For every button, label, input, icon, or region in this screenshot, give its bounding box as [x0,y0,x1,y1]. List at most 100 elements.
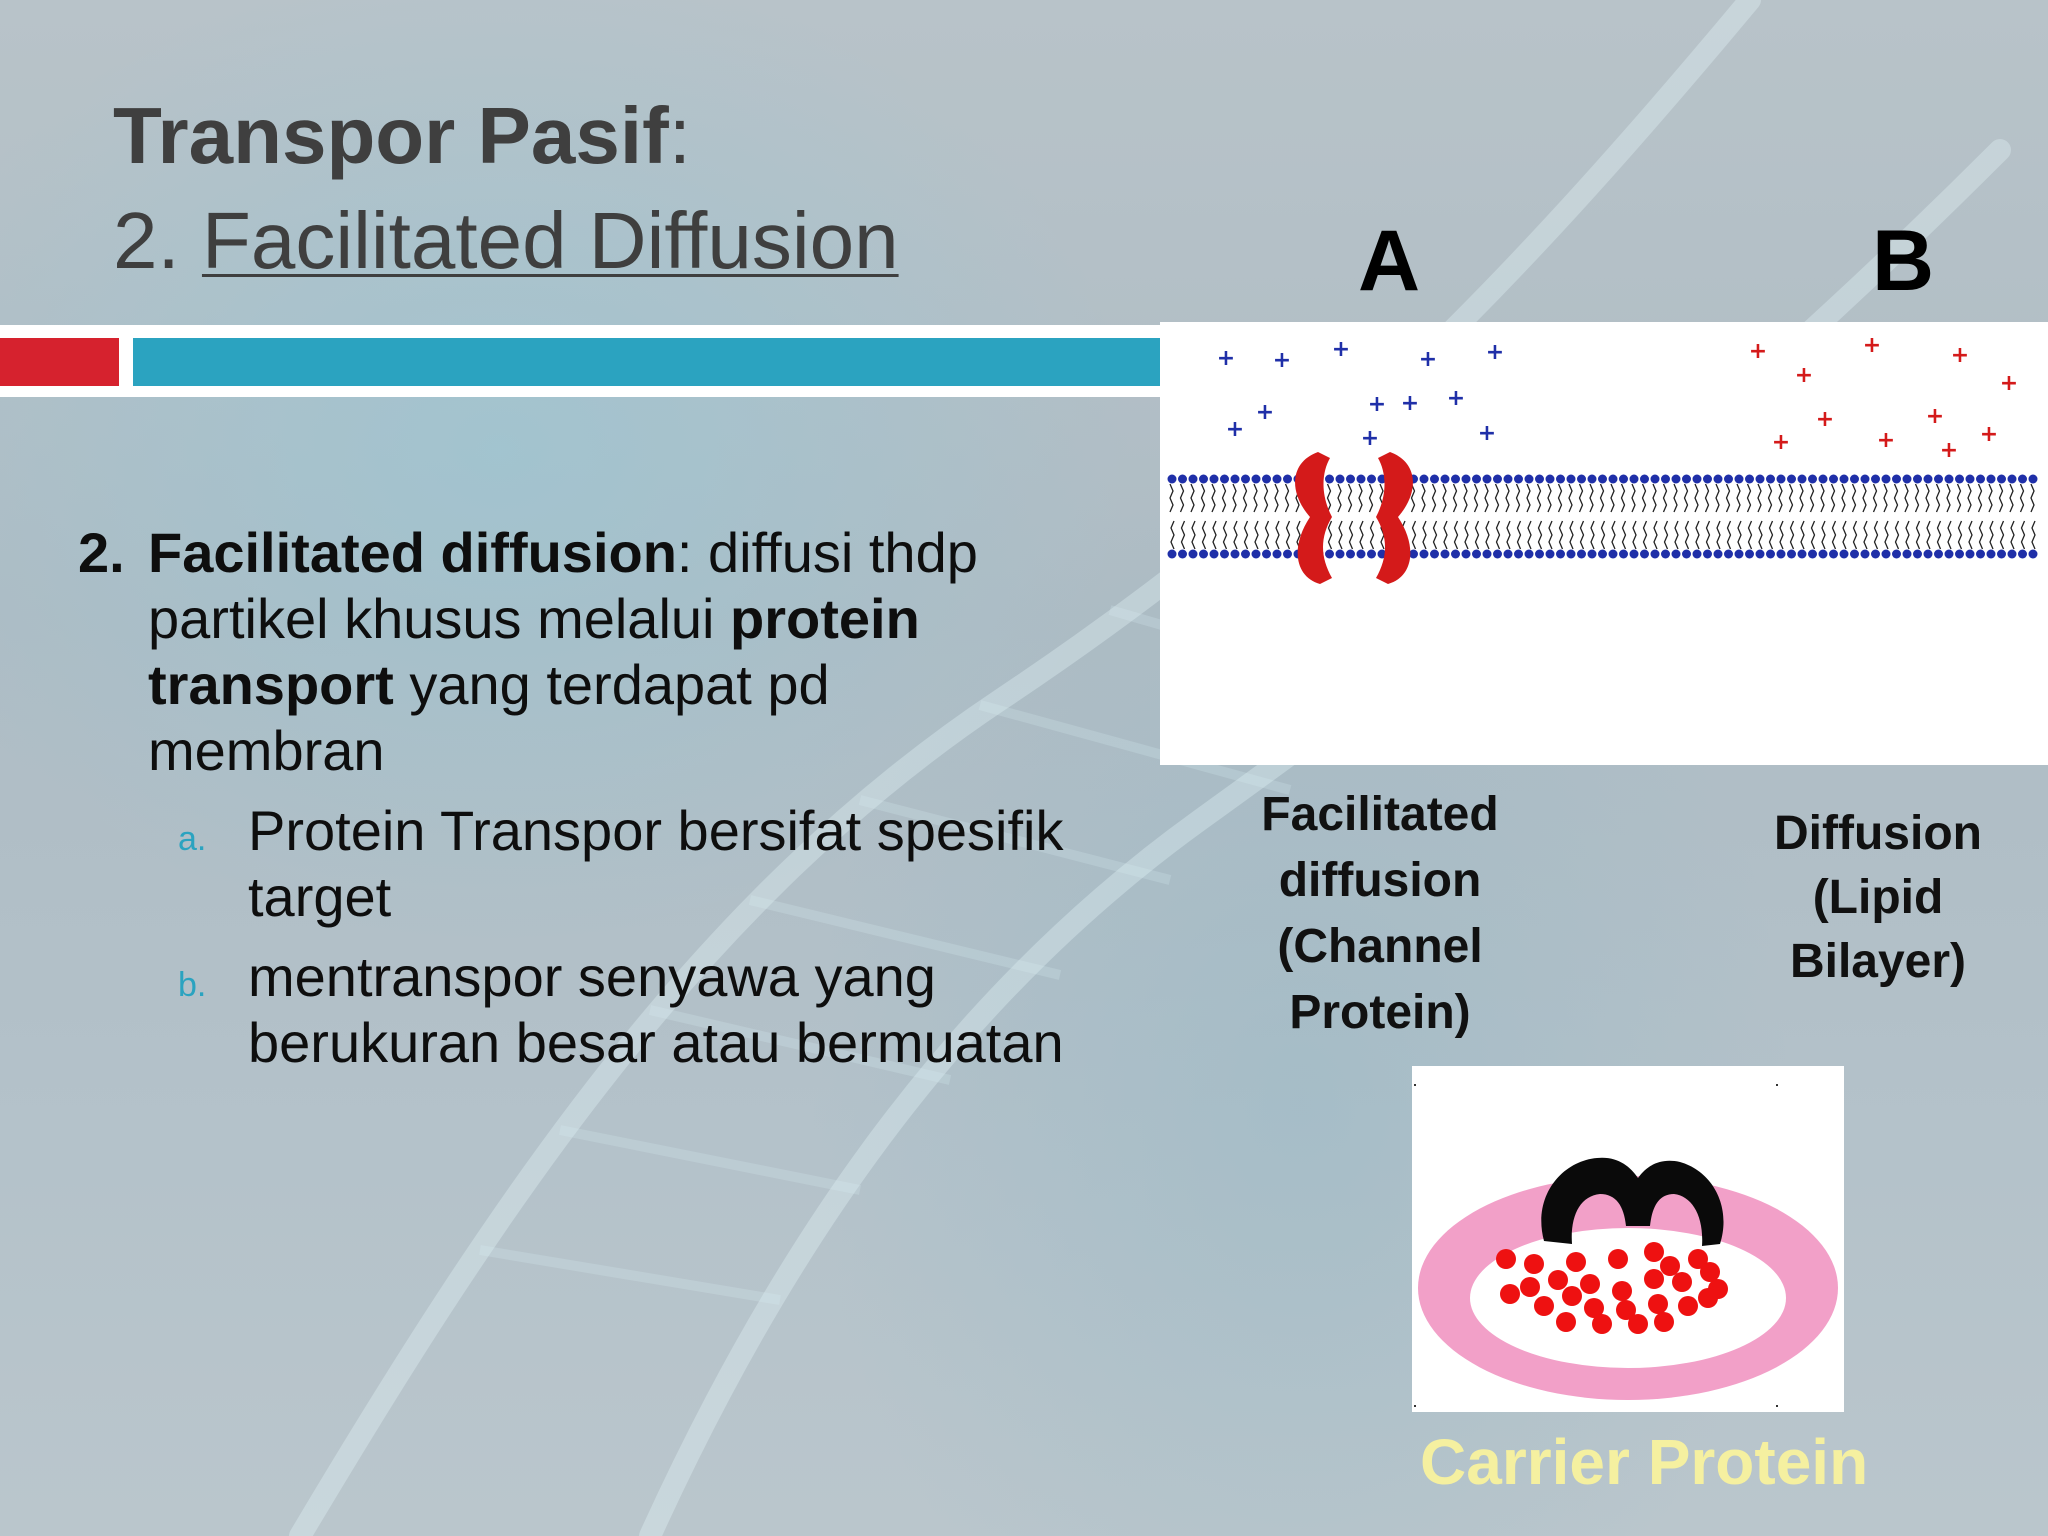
lipid-tail [1243,520,1249,550]
particle-plus: + [1795,363,1813,388]
particle-plus: + [1273,348,1291,373]
phospholipid-head [1934,474,1943,484]
particle-dot [1672,1272,1692,1292]
phospholipid-head [1598,549,1607,559]
phospholipid-head [1797,549,1807,559]
lipid-tail [1296,520,1301,550]
lipid-tail [1442,483,1447,513]
caption-line: (Lipid [1812,871,1944,924]
phospholipid-head [1671,474,1681,484]
phospholipid-head [1220,549,1229,559]
lipid-tail [1631,483,1636,513]
lipid-tail [1894,520,1900,550]
phospholipid-head [1734,549,1744,559]
particle-plus: + [1863,333,1881,358]
phospholipid-head [1871,474,1880,484]
accent-red-bar [0,338,119,386]
phospholipid-head [1997,474,2006,484]
phospholipid-head [1262,549,1271,559]
phospholipid-head [1188,474,1198,484]
caption-line: (Channel [1277,920,1483,973]
lipid-tail [1515,483,1521,513]
phospholipid-head [1440,474,1450,484]
particle-plus: + [1940,438,1958,463]
phospholipid-head [1346,474,1355,484]
particle-plus: + [1478,421,1496,446]
phospholipid-head [1671,549,1681,559]
phospholipid-head [1356,474,1366,484]
phospholipid-head [1419,474,1429,484]
particle-plus: + [1226,417,1244,442]
phospholipid-head [1703,474,1712,484]
phospholipid-head [1682,474,1691,484]
term-protein-transport: protein transport [148,587,920,716]
phospholipid-head [1850,474,1859,484]
particle-plus: + [1816,407,1834,432]
phospholipid-head [1199,549,1208,559]
phospholipid-head [1209,549,1219,559]
lipid-tail [1641,483,1647,513]
lipid-tail [1474,520,1480,550]
lipid-tail [1221,483,1227,513]
lipid-tail [1485,520,1490,550]
lipid-tail [1684,520,1690,550]
lipid-tail [1264,520,1270,550]
particle-plus: + [1772,430,1790,455]
particle-dot [1500,1284,1520,1304]
lipid-tail [1275,520,1280,550]
lipid-tail [1201,520,1207,550]
lipid-tail [1578,483,1584,513]
lipid-tail [1410,483,1416,513]
phospholipid-head [1829,474,1838,484]
particle-plus: + [1486,340,1504,365]
title-line-2: 2. Facilitated Diffusion [113,186,899,296]
particle-plus: + [1951,343,1969,368]
channel-left-half [1295,452,1332,584]
lipid-tail [1652,483,1657,513]
lipid-tail [1590,520,1595,550]
phospholipid-head [1178,549,1187,559]
phospholipid-head [1766,549,1775,559]
phospholipid-head [1913,474,1922,484]
lipid-tail [1589,483,1594,513]
lipid-tail [1211,483,1216,513]
phospholipid-head [1650,474,1660,484]
lipid-tail [1452,483,1458,513]
phospholipid-head [1545,474,1555,484]
lipid-tail [1653,520,1658,550]
particle-plus: + [1447,386,1465,411]
phospholipid-head [1335,474,1345,484]
phospholipid-head [1703,549,1712,559]
lipid-tail [1935,483,1941,513]
phospholipid-head [1598,474,1607,484]
lipid-tail [1673,483,1678,513]
lipid-tail [1936,520,1942,550]
phospholipid-head [1167,474,1177,484]
lipid-tail [1925,483,1930,513]
lipid-tail [2031,520,2036,550]
caption-line: Diffusion [1774,807,1982,860]
phospholipid-head [1430,549,1439,559]
solute-particles-blue: ++++++++++++ [1217,337,1504,451]
phospholipid-head [1755,474,1765,484]
lipid-tail [1705,520,1711,550]
lipid-tail [1831,520,1837,550]
particle-dot [1534,1296,1554,1316]
phospholipid-head [1367,549,1376,559]
particle-dot [1524,1254,1544,1274]
phospholipid-head [1503,549,1513,559]
subtitle-text: Facilitated Diffusion [201,196,899,285]
membrane-illustration: +++++++++++++++++++++++ [1167,333,2038,584]
definition-text-1: : diffusi thdp partikel khusus melalui [148,521,978,650]
lipid-tail [2010,520,2015,550]
phospholipid-head [1514,474,1523,484]
lipid-tail [1799,483,1804,513]
lipid-tail [1779,520,1784,550]
lipid-tail [1725,483,1731,513]
lipid-tail [1778,483,1783,513]
phospholipid-head [2018,549,2027,559]
lipid-tail [1347,483,1353,513]
phospholipid-head [1860,549,1870,559]
phospholipid-head [1251,474,1261,484]
particle-plus: + [1980,422,1998,447]
